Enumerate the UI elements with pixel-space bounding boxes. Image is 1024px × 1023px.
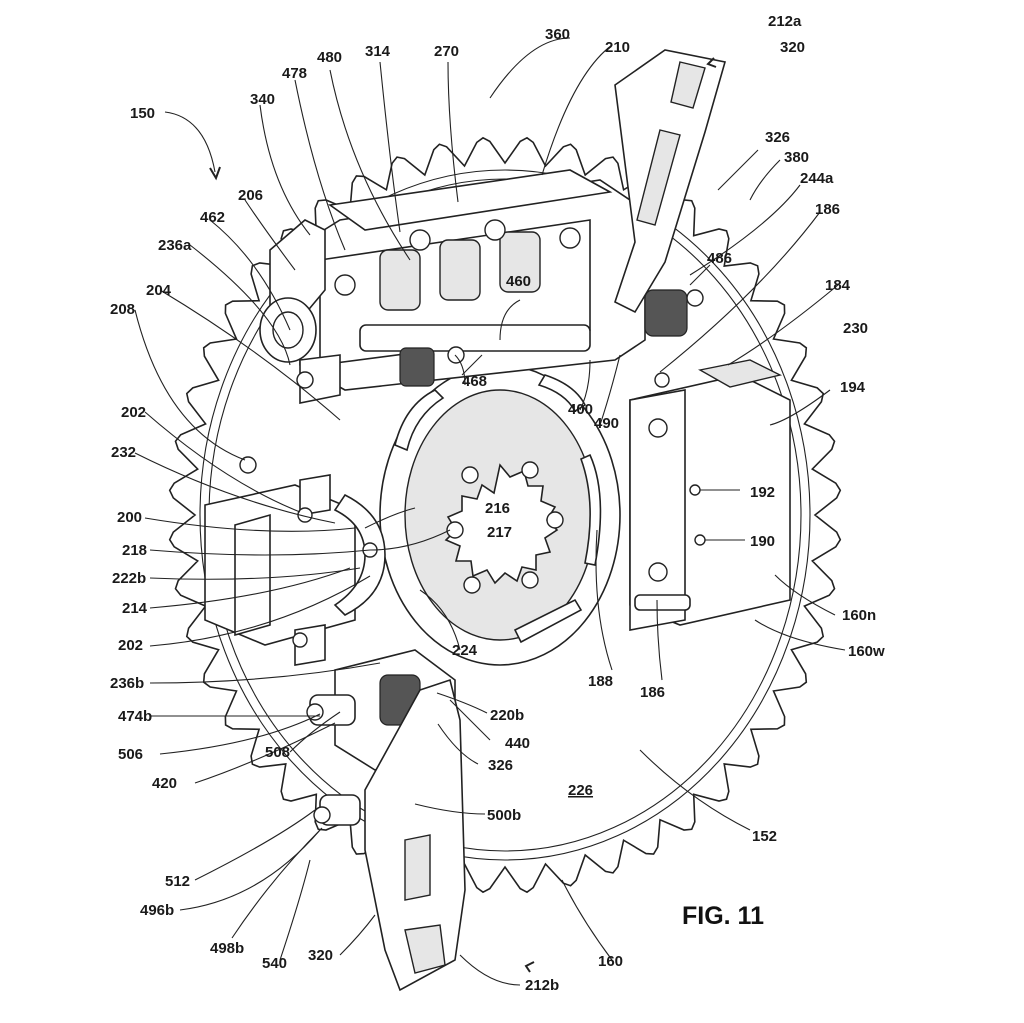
arrow-heads bbox=[209, 57, 717, 973]
label-200: 200 bbox=[117, 509, 142, 526]
label-204: 204 bbox=[146, 282, 172, 299]
label-184: 184 bbox=[825, 277, 851, 294]
label-512: 512 bbox=[165, 873, 190, 890]
label-500b: 500b bbox=[487, 807, 521, 824]
label-226: 226 bbox=[568, 782, 593, 799]
label-270: 270 bbox=[434, 43, 459, 60]
upper-lever-arm bbox=[614, 49, 727, 314]
label-340: 340 bbox=[250, 91, 275, 108]
figure-title: FIG. 11 bbox=[682, 902, 764, 930]
left-bracket bbox=[239, 219, 341, 474]
label-212a: 212a bbox=[768, 13, 802, 30]
label-326-bottom: 326 bbox=[488, 757, 513, 774]
label-236b: 236b bbox=[110, 675, 144, 692]
leader-lines bbox=[134, 37, 846, 986]
reference-labels: 150 340 478 480 314 270 360 210 212a 320… bbox=[110, 13, 885, 994]
upper-carrier bbox=[299, 169, 704, 391]
label-400: 400 bbox=[568, 401, 593, 418]
label-480: 480 bbox=[317, 49, 342, 66]
label-220b: 220b bbox=[490, 707, 524, 724]
label-150: 150 bbox=[130, 105, 155, 122]
label-160w: 160w bbox=[848, 643, 885, 660]
label-508: 508 bbox=[265, 744, 290, 761]
lower-lever-arm bbox=[364, 678, 466, 992]
label-380: 380 bbox=[784, 149, 809, 166]
spring-upper-left bbox=[399, 347, 435, 387]
label-192: 192 bbox=[750, 484, 775, 501]
label-190: 190 bbox=[750, 533, 775, 550]
label-474b: 474b bbox=[118, 708, 152, 725]
label-506: 506 bbox=[118, 746, 143, 763]
label-326-top: 326 bbox=[765, 129, 790, 146]
label-202-top: 202 bbox=[121, 404, 146, 421]
label-160: 160 bbox=[598, 953, 623, 970]
label-236a: 236a bbox=[158, 237, 192, 254]
spring-upper-right bbox=[644, 289, 688, 337]
label-540: 540 bbox=[262, 955, 287, 972]
label-222b: 222b bbox=[112, 570, 146, 587]
label-232: 232 bbox=[111, 444, 136, 461]
label-462: 462 bbox=[200, 209, 225, 226]
label-152: 152 bbox=[752, 828, 777, 845]
label-320-bottom: 320 bbox=[308, 947, 333, 964]
label-194: 194 bbox=[840, 379, 866, 396]
label-468: 468 bbox=[462, 373, 487, 390]
label-186-bottom: 186 bbox=[640, 684, 665, 701]
label-360: 360 bbox=[545, 26, 570, 43]
label-314: 314 bbox=[365, 43, 391, 60]
label-218: 218 bbox=[122, 542, 147, 559]
label-160n: 160n bbox=[842, 607, 876, 624]
label-490: 490 bbox=[594, 415, 619, 432]
label-478: 478 bbox=[282, 65, 307, 82]
central-hub bbox=[379, 364, 621, 666]
right-actuator bbox=[629, 359, 791, 631]
label-216: 216 bbox=[485, 500, 510, 517]
label-217: 217 bbox=[487, 524, 512, 541]
label-498b: 498b bbox=[210, 940, 244, 957]
label-208: 208 bbox=[110, 301, 135, 318]
label-230: 230 bbox=[843, 320, 868, 337]
label-440: 440 bbox=[505, 735, 530, 752]
label-460: 460 bbox=[506, 273, 531, 290]
label-496b: 496b bbox=[140, 902, 174, 919]
label-320-top: 320 bbox=[780, 39, 805, 56]
left-actuator bbox=[204, 474, 386, 666]
label-186-top: 186 bbox=[815, 201, 840, 218]
label-206: 206 bbox=[238, 187, 263, 204]
label-210: 210 bbox=[605, 39, 630, 56]
label-214: 214 bbox=[122, 600, 148, 617]
label-224: 224 bbox=[452, 642, 478, 659]
label-212b: 212b bbox=[525, 977, 559, 994]
label-202-bottom: 202 bbox=[118, 637, 143, 654]
label-244a: 244a bbox=[800, 170, 834, 187]
label-188: 188 bbox=[588, 673, 613, 690]
label-420: 420 bbox=[152, 775, 177, 792]
label-486: 486 bbox=[707, 250, 732, 267]
